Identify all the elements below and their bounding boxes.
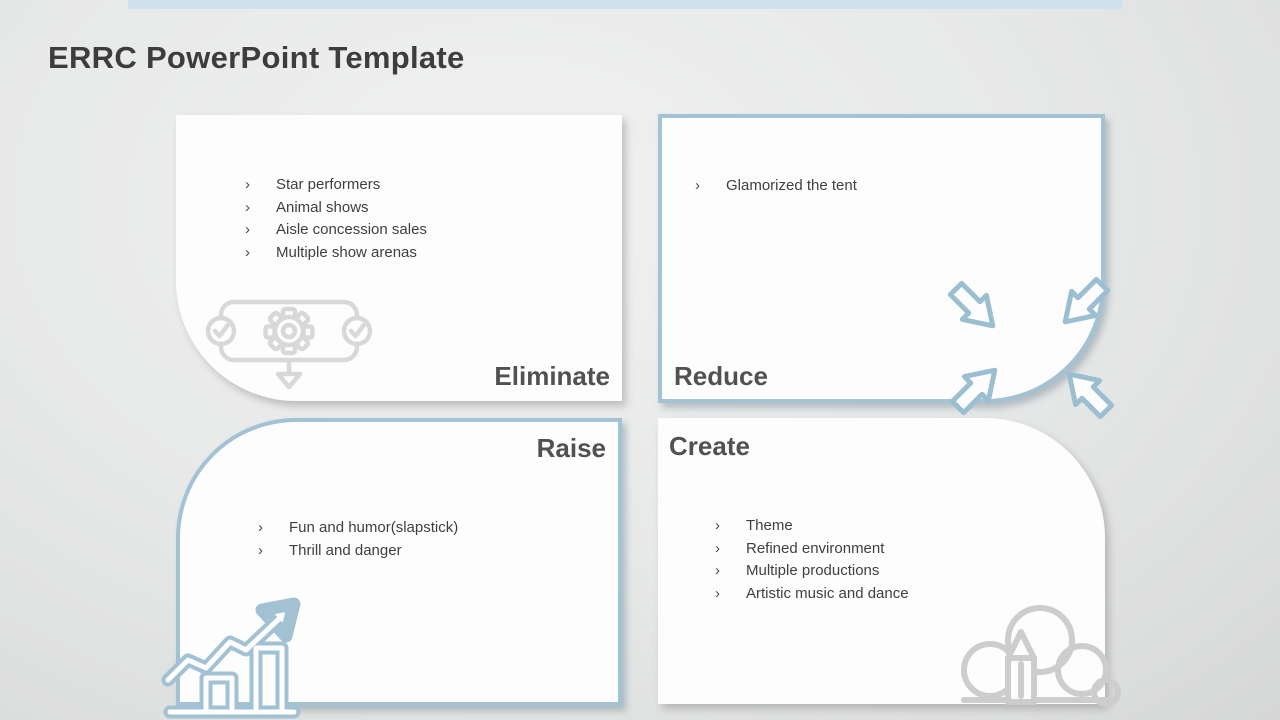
bullet-marker: › (245, 243, 250, 261)
bullet-marker: › (245, 176, 250, 193)
reduce-title: Reduce (674, 361, 768, 391)
reduce-bullet-list: › Glamorized the tent (695, 175, 857, 198)
create-title: Create (669, 431, 750, 461)
bullet-text: Fun and humor(slapstick) (289, 519, 459, 536)
bullet-marker: › (715, 517, 720, 534)
list-item: › Multiple show arenas (245, 242, 427, 265)
bullet-text: Glamorized the tent (726, 177, 857, 194)
bullet-marker: › (695, 177, 700, 194)
bullet-marker: › (245, 221, 250, 239)
bullet-text: Artistic music and dance (746, 584, 909, 602)
eliminate-bullet-list: › Star performers › Animal shows › Aisle co… (245, 174, 427, 264)
list-item: › Theme (715, 515, 909, 538)
list-item: › Thrill and danger (258, 540, 458, 563)
raise-card: › Fun and humor(slapstick) › Thrill and da… (176, 418, 622, 706)
page-title: ERRC PowerPoint Template (48, 40, 465, 75)
raise-bullet-list: › Fun and humor(slapstick) › Thrill and da… (258, 517, 458, 562)
bullet-text: Aisle concession sales (276, 221, 427, 239)
eliminate-card: › Star performers › Animal shows › Aisle co… (176, 115, 622, 401)
bullet-marker: › (715, 562, 720, 580)
list-item: › Artistic music and dance (715, 583, 909, 606)
bullet-text: Thrill and danger (289, 541, 402, 559)
create-bullet-list: › Theme › Refined environment › Multiple pr… (715, 515, 909, 605)
list-item: › Fun and humor(slapstick) (258, 517, 458, 540)
list-item: › Multiple productions (715, 560, 909, 583)
reduce-card: › Glamorized the tent Reduce (658, 114, 1105, 403)
top-accent-bar (128, 0, 1122, 9)
list-item: › Refined environment (715, 538, 909, 561)
bullet-text: Refined environment (746, 539, 885, 557)
bullet-marker: › (715, 584, 720, 602)
list-item: › Star performers (245, 174, 427, 197)
bullet-marker: › (715, 539, 720, 557)
bullet-marker: › (258, 519, 263, 536)
list-item: › Aisle concession sales (245, 219, 427, 242)
bullet-marker: › (258, 541, 263, 559)
bullet-text: Multiple productions (746, 562, 880, 580)
create-card: › Theme › Refined environment › Multiple pr… (658, 418, 1105, 704)
list-item: › Animal shows (245, 197, 427, 220)
bullet-text: Star performers (276, 176, 381, 193)
bullet-text: Multiple show arenas (276, 243, 417, 261)
bullet-marker: › (245, 198, 250, 216)
list-item: › Glamorized the tent (695, 175, 857, 198)
bullet-text: Animal shows (276, 198, 369, 216)
bullet-text: Theme (746, 517, 793, 534)
raise-title: Raise (536, 433, 606, 463)
eliminate-title: Eliminate (494, 361, 610, 391)
